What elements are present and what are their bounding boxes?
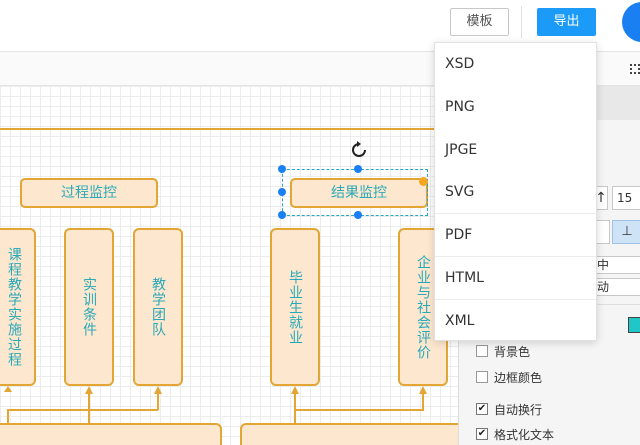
checkbox-box[interactable] xyxy=(476,345,488,357)
outer-frame-line xyxy=(0,128,460,418)
toolbar-divider xyxy=(521,6,522,38)
export-xml-item[interactable]: XML xyxy=(445,313,475,329)
process-monitor-label: 过程监控 xyxy=(61,185,117,201)
export-xsd-item[interactable]: XSD xyxy=(445,56,475,72)
checkbox-label: 边框颜色 xyxy=(494,370,543,385)
connection-handle[interactable] xyxy=(419,177,428,186)
checkmark-icon[interactable]: ✔ xyxy=(476,428,488,440)
training-conditions-label: 实训条件 xyxy=(81,277,97,337)
course-teaching-box[interactable]: 课程教学实施过程 xyxy=(0,228,36,386)
export-pdf-item[interactable]: PDF xyxy=(445,227,473,243)
process-monitor-box[interactable]: 过程监控 xyxy=(20,178,158,208)
menu-divider xyxy=(435,299,596,300)
motion-select[interactable]: 动 xyxy=(594,278,640,296)
export-dropdown-menu: XSD PNG JPGE SVG PDF HTML XML xyxy=(434,42,597,341)
course-teaching-label: 课程教学实施过程 xyxy=(6,247,22,367)
resize-handle-bc[interactable] xyxy=(354,211,362,219)
resize-handle-tl[interactable] xyxy=(278,165,286,173)
export-html-item[interactable]: HTML xyxy=(445,270,484,286)
export-svg-item[interactable]: SVG xyxy=(445,184,475,200)
result-monitor-box[interactable]: 结果监控 xyxy=(290,178,428,208)
size-value-field[interactable]: 15 xyxy=(612,186,640,210)
selection-outline xyxy=(282,169,428,216)
checkbox-formatted-text[interactable]: ✔ 格式化文本 xyxy=(476,425,554,443)
checkbox-background-color[interactable]: 背景色 xyxy=(476,342,530,360)
graduate-employment-label: 毕业生就业 xyxy=(287,269,303,345)
resize-handle-bl[interactable] xyxy=(278,211,286,219)
align-select-text: 中 xyxy=(597,258,610,272)
fill-color-swatch[interactable] xyxy=(628,317,640,333)
align-select[interactable]: 中 xyxy=(594,256,640,274)
menu-divider xyxy=(435,256,596,257)
checkmark-icon[interactable]: ✔ xyxy=(476,403,488,415)
bottom-box-left[interactable] xyxy=(0,423,222,445)
checkbox-label: 格式化文本 xyxy=(494,427,555,442)
motion-select-text: 动 xyxy=(597,280,610,294)
panel-tab-area[interactable] xyxy=(596,86,640,120)
checkbox-label: 自动换行 xyxy=(494,402,543,417)
result-monitor-label: 结果监控 xyxy=(331,185,387,201)
resize-handle-ml[interactable] xyxy=(278,188,286,196)
enterprise-evaluation-label: 企业与社会评价 xyxy=(415,254,431,360)
rotate-icon[interactable] xyxy=(350,141,368,159)
graduate-employment-box[interactable]: 毕业生就业 xyxy=(270,228,320,386)
fit-page-icon[interactable] xyxy=(630,64,640,74)
align-center-button[interactable]: ⊥ xyxy=(612,220,640,244)
teaching-team-box[interactable]: 教学团队 xyxy=(133,228,183,386)
export-button[interactable]: 导出 xyxy=(537,8,596,36)
avatar[interactable] xyxy=(622,2,640,42)
checkbox-label: 背景色 xyxy=(494,344,531,359)
training-conditions-box[interactable]: 实训条件 xyxy=(64,228,114,386)
export-png-item[interactable]: PNG xyxy=(445,99,475,115)
checkbox-box[interactable] xyxy=(476,371,488,383)
top-toolbar: 模板 导出 xyxy=(0,0,640,52)
bottom-box-right[interactable] xyxy=(240,423,470,445)
size-value-text: 15 xyxy=(617,191,633,205)
menu-divider xyxy=(435,213,596,214)
align-left-button[interactable] xyxy=(596,220,610,244)
resize-handle-tc[interactable] xyxy=(354,165,362,173)
template-button[interactable]: 模板 xyxy=(450,8,509,36)
teaching-team-label: 教学团队 xyxy=(150,277,166,337)
checkbox-word-wrap[interactable]: ✔ 自动换行 xyxy=(476,400,542,418)
checkbox-border-color[interactable]: 边框颜色 xyxy=(476,368,542,386)
export-jpge-item[interactable]: JPGE xyxy=(445,142,478,158)
